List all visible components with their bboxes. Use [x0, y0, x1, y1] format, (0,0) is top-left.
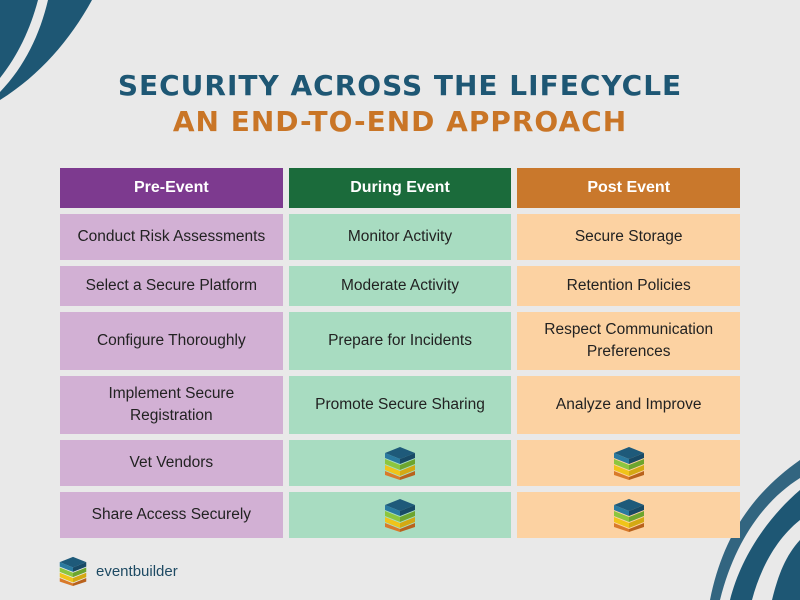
table-cell: Implement Secure Registration [60, 376, 283, 434]
layer-stack-icon [613, 499, 644, 532]
column-header-post-event: Post Event [517, 168, 741, 208]
table-cell-empty [288, 492, 512, 538]
table-cell: Prepare for Incidents [288, 312, 512, 370]
layer-stack-icon [385, 499, 415, 532]
table-cell-empty [517, 440, 741, 486]
table-cell: Retention Policies [517, 266, 741, 306]
brand-logo: eventbuilder [58, 556, 178, 586]
table-cell: Monitor Activity [288, 214, 512, 260]
table-cell: Conduct Risk Assessments [60, 214, 283, 260]
table-cell: Promote Secure Sharing [288, 376, 512, 434]
page-title: SECURITY ACROSS THE LIFECYCLE AN END-TO-… [0, 68, 800, 140]
table-cell: Select a Secure Platform [60, 266, 283, 306]
lifecycle-table: Pre-Event During Event Post Event Conduc… [60, 168, 741, 544]
table-cell: Moderate Activity [288, 266, 512, 306]
layer-stack-icon [613, 447, 644, 480]
table-row: Configure Thoroughly Prepare for Inciden… [60, 312, 741, 370]
title-line-1: SECURITY ACROSS THE LIFECYCLE [117, 69, 683, 102]
table-row: Implement Secure Registration Promote Se… [60, 376, 741, 434]
decorative-swoosh-top-left [0, 0, 92, 100]
decorative-swoosh-bottom-right [710, 460, 800, 600]
table-cell: Respect Communication Preferences [517, 312, 741, 370]
table-cell-empty [288, 440, 512, 486]
title-line-2: AN END-TO-END APPROACH [172, 105, 628, 138]
table-header-row: Pre-Event During Event Post Event [60, 168, 741, 208]
table-cell: Share Access Securely [60, 492, 283, 538]
brand-name: eventbuilder [96, 562, 178, 580]
column-header-during-event: During Event [288, 168, 512, 208]
table-cell: Configure Thoroughly [60, 312, 283, 370]
table-cell: Analyze and Improve [517, 376, 741, 434]
column-header-pre-event: Pre-Event [60, 168, 283, 208]
table-row: Share Access Securely [60, 492, 741, 538]
table-row: Select a Secure Platform Moderate Activi… [60, 266, 741, 306]
table-row: Vet Vendors [60, 440, 741, 486]
table-cell-empty [517, 492, 741, 538]
table-cell: Vet Vendors [60, 440, 283, 486]
layer-stack-icon [59, 556, 87, 586]
table-row: Conduct Risk Assessments Monitor Activit… [60, 214, 741, 260]
table-cell: Secure Storage [517, 214, 741, 260]
layer-stack-icon [385, 447, 415, 480]
